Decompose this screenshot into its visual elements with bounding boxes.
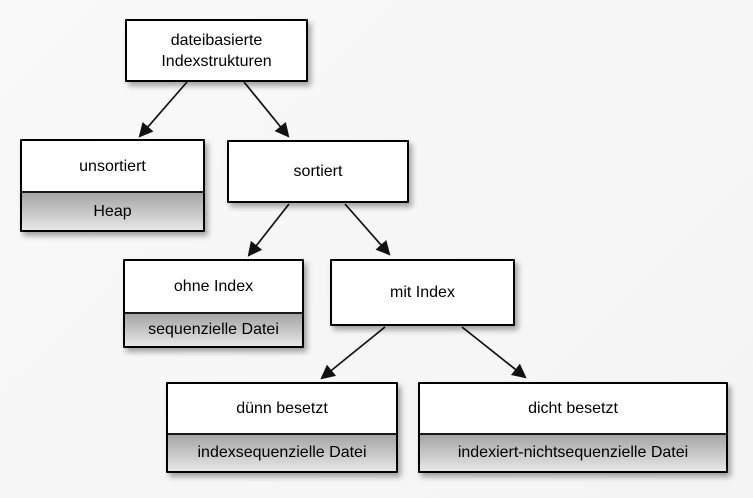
node-root-label: dateibasierte Indexstrukturen bbox=[161, 31, 272, 70]
edge-sortiert-ohne-index-arrow bbox=[247, 203, 290, 257]
node-dicht-besetzt-label: dicht besetzt bbox=[528, 400, 618, 417]
node-unsortiert-sublabel: Heap bbox=[22, 191, 203, 230]
node-mit-index-label: mit Index bbox=[390, 284, 455, 301]
edge-mit-index-dicht-besetzt-arrow bbox=[461, 326, 527, 379]
node-ohne-index-sublabel: sequenzielle Datei bbox=[125, 312, 302, 346]
node-duenn-besetzt-label: dünn besetzt bbox=[236, 400, 328, 417]
node-mit-index: mit Index bbox=[330, 259, 515, 326]
node-duenn-besetzt: dünn besetzt indexsequenzielle Datei bbox=[166, 382, 398, 473]
node-unsortiert: unsortiert Heap bbox=[20, 139, 205, 232]
node-sortiert: sortiert bbox=[227, 140, 409, 203]
node-ohne-index-label: ohne Index bbox=[173, 278, 254, 295]
node-root: dateibasierte Indexstrukturen bbox=[125, 19, 308, 82]
node-dicht-besetzt-sublabel: indexiert-nichtsequenzielle Datei bbox=[420, 433, 726, 471]
edge-mit-index-duenn-besetzt-arrow bbox=[320, 326, 386, 380]
node-sortiert-label: sortiert bbox=[293, 163, 343, 180]
node-ohne-index: ohne Index sequenzielle Datei bbox=[123, 259, 304, 348]
edge-root-sortiert-arrow bbox=[243, 81, 290, 138]
node-duenn-besetzt-sublabel: indexsequenzielle Datei bbox=[168, 433, 396, 471]
node-dicht-besetzt: dicht besetzt indexiert-nichtsequenziell… bbox=[418, 382, 728, 473]
edge-sortiert-mit-index-arrow bbox=[344, 203, 391, 256]
node-unsortiert-label: unsortiert bbox=[79, 157, 146, 175]
edge-root-unsortiert-arrow bbox=[138, 81, 188, 138]
